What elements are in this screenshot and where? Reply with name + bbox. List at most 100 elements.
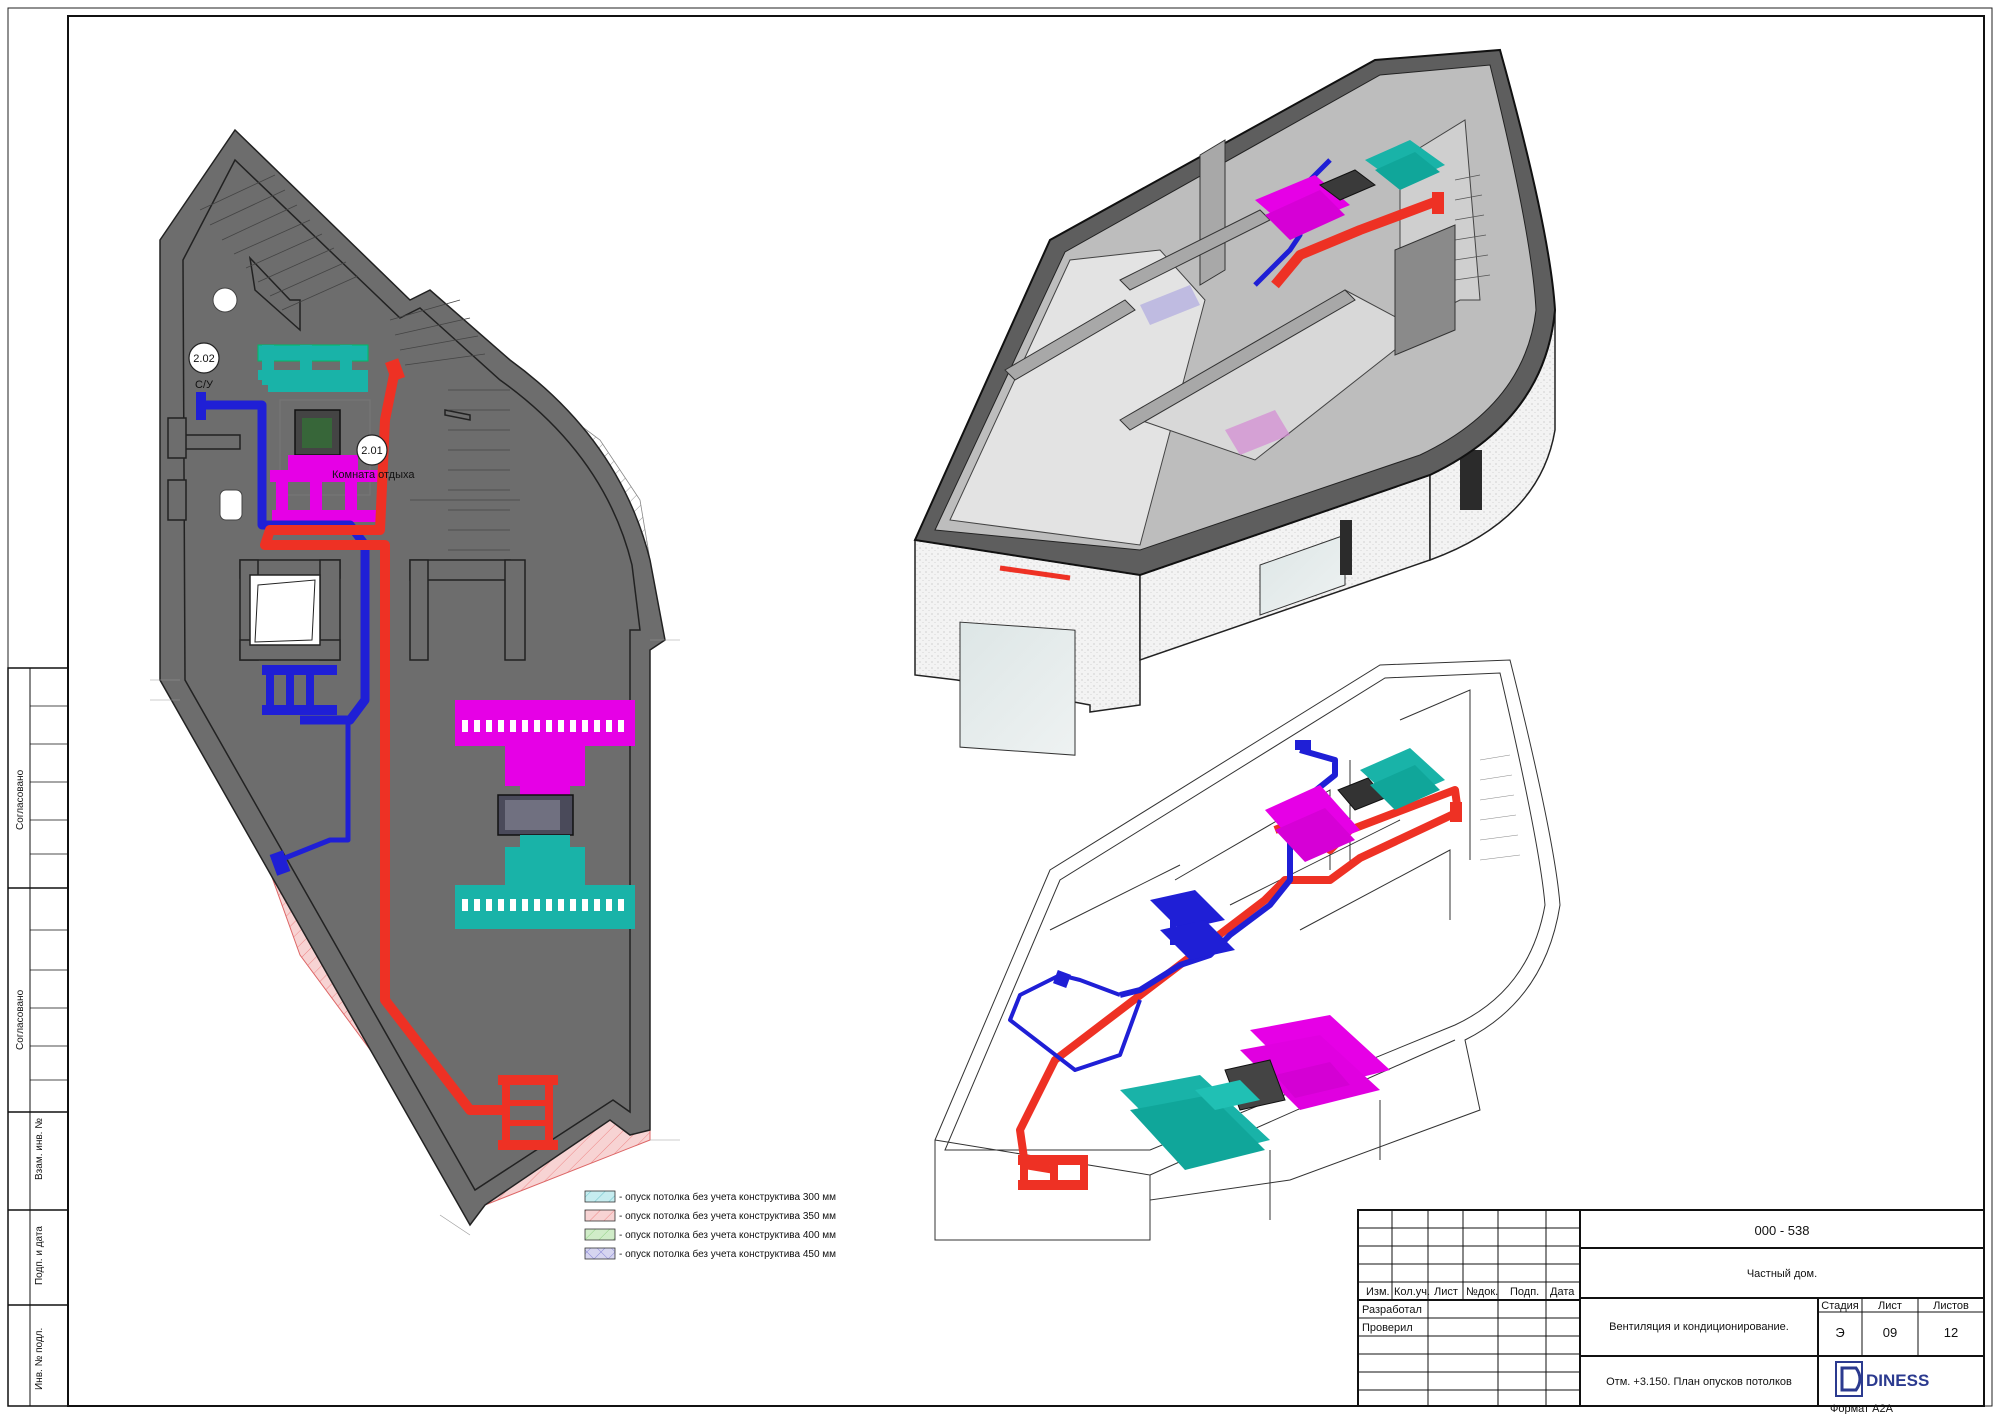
supply-diffuser-wire (1450, 802, 1462, 822)
intake-unit-3d (1365, 140, 1445, 190)
sheet-title: Отм. +3.150. План опусков потолков (1606, 1376, 1792, 1388)
role-checked: Проверил (1362, 1322, 1413, 1334)
room-number-2-01: 2.01 (361, 445, 382, 457)
wall-segment (444, 409, 471, 421)
object-name: Частный дом. (1747, 1268, 1817, 1280)
wall-segment (167, 417, 187, 459)
ahu-large-face (505, 800, 560, 830)
legend-text-450: - опуск потолка без учета конструктива 4… (619, 1248, 836, 1260)
wireframe-outline-inner (944, 672, 1546, 1151)
stair-central (389, 299, 520, 551)
unit-magenta-large-teeth (462, 720, 624, 732)
exhaust-grille-wire (1150, 890, 1235, 960)
section-name: Вентиляция и кондиционирование. (1609, 1321, 1789, 1333)
room-tag-2-02: 2.02 С/У (188, 342, 220, 391)
room-number-2-02: 2.02 (193, 353, 214, 365)
company-name: DINESS (1866, 1371, 1929, 1390)
supply-diffuser-3d (1432, 192, 1444, 214)
col-header-change: Изм. (1366, 1286, 1390, 1298)
sheet-value: 09 (1883, 1325, 1897, 1340)
intake-unit-wire-large (1120, 1075, 1270, 1170)
paper-format: Формат А2А (1830, 1403, 1894, 1414)
interior-wall (1004, 299, 1136, 381)
axonometric-view-wireframe (934, 659, 1561, 1241)
supply-diffuser-top (385, 358, 405, 382)
room-name-2-01: Комната отдыха (332, 469, 415, 481)
supply-duct-3d (1271, 195, 1442, 289)
door-opening (1340, 520, 1352, 575)
window-glass-left (959, 621, 1076, 756)
legend-text-350: - опуск потолка без учета конструктива 3… (619, 1210, 836, 1222)
unit-magenta-wire-large (1240, 1015, 1390, 1110)
axonometric-view-solid (913, 48, 1557, 756)
col-header-date: Дата (1550, 1286, 1575, 1298)
side-stamp: Согласовано Согласовано Взам. инв. № Под… (7, 667, 69, 1407)
ahu-3d (1319, 169, 1376, 201)
side-label-sign-date: Подп. и дата (34, 1226, 45, 1285)
legend-text-300: - опуск потолка без учета конструктива 3… (619, 1191, 836, 1203)
guide-lines (150, 639, 680, 1236)
exhaust-diffuser-wire-top (1295, 740, 1311, 750)
title-block: Изм. Кол.уч. Лист №док. Подп. Дата Разра… (1357, 1209, 1985, 1407)
legend-swatch-350 (584, 1209, 616, 1222)
wireframe-stairs (1479, 754, 1521, 861)
floor-plan: 2.02 С/У 2.01 Комната отдыха (150, 128, 680, 1236)
stair-upper (199, 174, 359, 311)
side-label-replacement-inv: Взам. инв. № (34, 1118, 45, 1180)
intake-unit-large-teeth (462, 899, 624, 911)
interior-wall (1119, 289, 1356, 431)
col-header-sign: Подп. (1510, 1286, 1539, 1298)
col-header-docno: №док. (1466, 1286, 1498, 1298)
wireframe-interior-walls (1049, 689, 1471, 931)
intake-unit-wire-small (1360, 748, 1445, 810)
supply-grille (498, 1075, 558, 1150)
unit-magenta-wire-small (1265, 785, 1360, 862)
room-tag-2-01: 2.01 Комната отдыха (332, 434, 415, 481)
ghost-teal-unit (1140, 285, 1200, 325)
legend: - опуск потолка без учета конструктива 3… (584, 1190, 836, 1260)
side-label-agreed-1: Согласовано (15, 769, 26, 830)
company-logo: DINESS (1835, 1361, 1929, 1397)
wall-segment (409, 559, 429, 661)
exhaust-diffuser-wc (196, 392, 206, 420)
interior-wall (1199, 139, 1226, 286)
wireframe-outline (934, 659, 1561, 1241)
ghost-magenta-unit (1225, 410, 1290, 455)
facade-red-band (999, 565, 1071, 581)
col-header-qty: Кол.уч. (1394, 1286, 1430, 1298)
exhaust-branch-wire (1008, 973, 1142, 1072)
legend-swatch-450 (584, 1247, 616, 1260)
exhaust-diffuser-end (269, 850, 291, 876)
wall-segment (504, 559, 526, 661)
exhaust-duct-wire (1119, 747, 1338, 998)
window-glass-mid (1259, 534, 1346, 616)
doc-code: 000 - 538 (1755, 1223, 1810, 1238)
interior-stair-steps (1454, 174, 1491, 281)
ahu-small-face (302, 418, 332, 448)
legend-swatch-400 (584, 1228, 616, 1241)
col-header-sheet: Лист (1434, 1286, 1458, 1298)
side-label-agreed-2: Согласовано (15, 989, 26, 1050)
supply-grille-wire (1018, 1155, 1088, 1190)
exhaust-grille (262, 665, 337, 715)
legend-text-400: - опуск потолка без учета конструктива 4… (619, 1229, 836, 1241)
side-label-original-inv: Инв. № подл. (34, 1328, 45, 1390)
wall-segment (177, 434, 241, 450)
legend-swatch-300 (584, 1190, 616, 1203)
interior-wall (1394, 224, 1456, 356)
elevator-cabin (254, 579, 316, 643)
wall-segment (167, 479, 187, 521)
sheets-label: Листов (1933, 1300, 1969, 1312)
unit-magenta-small (270, 455, 378, 522)
sheets-value: 12 (1944, 1325, 1958, 1340)
toilet-fixture (219, 489, 243, 521)
sink-fixture (212, 287, 238, 313)
room-name-2-02: С/У (195, 379, 214, 391)
role-designed: Разработал (1362, 1304, 1422, 1316)
exhaust-diffuser-wire-end (1053, 970, 1071, 988)
door-opening-right (1460, 450, 1482, 510)
interior-floor-left (949, 249, 1206, 546)
stage-value: Э (1835, 1325, 1844, 1340)
sheet-label: Лист (1878, 1300, 1902, 1312)
